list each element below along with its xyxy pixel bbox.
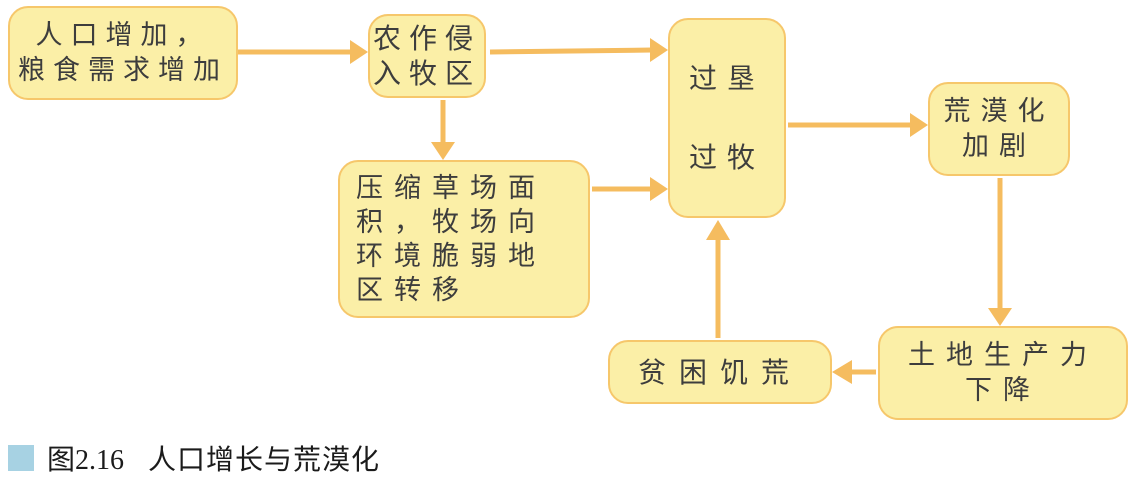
arrow-overuse-to-desert	[788, 113, 928, 137]
node-overcultivation-overgrazing: 过垦 过牧	[668, 18, 786, 218]
node-label-line: 人口增加，	[35, 20, 211, 50]
arrow-population-to-farming	[238, 40, 368, 64]
node-desertification-intensifies: 荒漠化 加剧	[928, 82, 1070, 176]
node-label-line: 过牧	[688, 142, 765, 173]
arrow-landprod-to-poverty	[832, 360, 876, 384]
caption-marker-square	[8, 445, 34, 471]
node-grassland-compressed: 压缩草场面 积，牧场向 环境脆弱地 区转移	[338, 160, 590, 318]
node-label-line: 粮食需求增加	[18, 55, 228, 85]
node-label-line: 区转移	[356, 275, 470, 305]
node-label-line: 积，牧场向	[356, 207, 546, 237]
node-label-line: 荒漠化	[943, 96, 1055, 126]
node-label-line: 贫困饥荒	[637, 356, 802, 388]
node-land-productivity-declines: 土地生产力 下降	[878, 326, 1128, 420]
node-label-line: 农作侵	[372, 23, 481, 54]
node-label-line: 环境脆弱地	[356, 241, 546, 271]
figure-number: 图2.16	[47, 445, 125, 476]
arrow-farming-to-overuse	[489, 38, 668, 62]
node-farming-invades-pasture: 农作侵 入牧区	[368, 14, 486, 98]
arrow-farming-to-compress	[431, 100, 455, 160]
node-population-growth: 人口增加， 粮食需求增加	[8, 6, 238, 100]
node-label-line: 加剧	[962, 131, 1036, 161]
node-poverty-famine: 贫困饥荒	[608, 340, 832, 404]
arrow-poverty-to-overuse	[706, 220, 730, 338]
node-label-line: 压缩草场面	[356, 173, 546, 203]
node-label-line: 过垦	[688, 63, 765, 94]
node-label-line: 土地生产力	[908, 340, 1098, 370]
arrow-desert-to-landprod	[988, 178, 1012, 326]
figure-caption: 图2.16 人口增长与荒漠化	[8, 438, 380, 478]
node-label-line: 入牧区	[372, 58, 481, 89]
node-label-line: 下降	[965, 375, 1041, 405]
arrow-compress-to-overuse	[592, 177, 668, 201]
figure-title: 人口增长与荒漠化	[148, 445, 381, 476]
